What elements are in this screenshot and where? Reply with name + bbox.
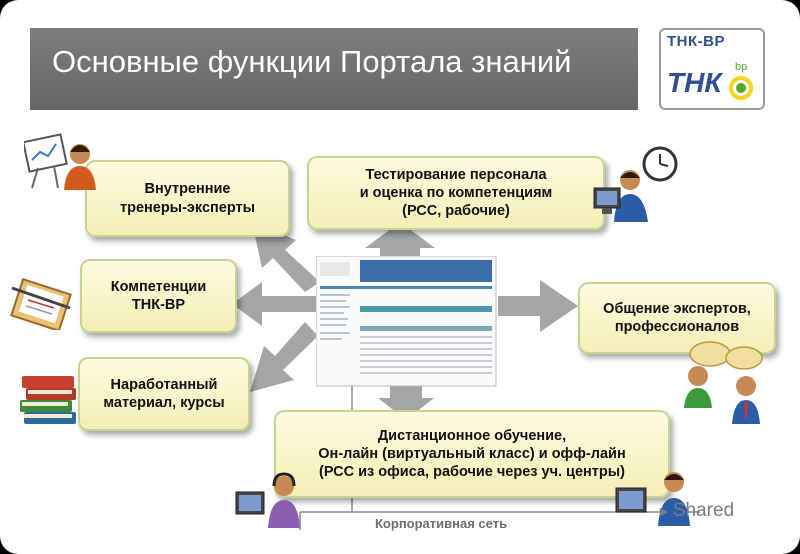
arrow-to-trainers bbox=[252, 222, 320, 292]
arrow-to-competencies bbox=[232, 282, 320, 326]
portal-screenshot-icon bbox=[316, 256, 497, 387]
arrow-to-distance bbox=[378, 386, 434, 420]
user-computer-clock-icon bbox=[593, 146, 678, 222]
user-computer-icon bbox=[615, 472, 690, 526]
tnk-bp-emblem-icon: ТНК bp bbox=[667, 61, 753, 100]
box-materials: Наработанный материал, курсы bbox=[78, 357, 250, 431]
logo-text: ТНК-ВР bbox=[667, 33, 725, 50]
watermark-label: ▸ Shared bbox=[660, 500, 734, 522]
books-icon bbox=[20, 376, 76, 424]
arrow-to-communication bbox=[498, 280, 578, 332]
box-communication: Общение экспертов, профессионалов bbox=[578, 282, 776, 354]
box-trainers: Внутренние тренеры-эксперты bbox=[85, 160, 290, 237]
clipboard-icon bbox=[10, 278, 72, 330]
box-competencies: Компетенции ТНК-ВР bbox=[80, 259, 237, 333]
box-distance: Дистанционное обучение, Он-лайн (виртуал… bbox=[274, 410, 670, 498]
experts-chat-icon bbox=[684, 341, 763, 424]
watermark-logo-icon: ▸ bbox=[660, 503, 668, 520]
arrow-to-materials bbox=[250, 322, 318, 392]
company-logo: ТНК-ВР ТНК bp bbox=[659, 28, 765, 110]
title-bar: Основные функции Портала знаний bbox=[30, 28, 638, 110]
operator-headset-icon bbox=[235, 472, 300, 528]
watermark-text: Shared bbox=[672, 500, 735, 521]
footer-label: Корпоративная сеть bbox=[375, 516, 508, 531]
logo-bp-label: bp bbox=[735, 61, 747, 73]
trainer-whiteboard-icon bbox=[24, 133, 96, 190]
box-testing: Тестирование персонала и оценка по компе… bbox=[307, 156, 605, 230]
svg-text:ТНК: ТНК bbox=[667, 67, 723, 98]
page-title: Основные функции Портала знаний bbox=[52, 44, 572, 79]
arrow-to-testing bbox=[365, 222, 435, 262]
